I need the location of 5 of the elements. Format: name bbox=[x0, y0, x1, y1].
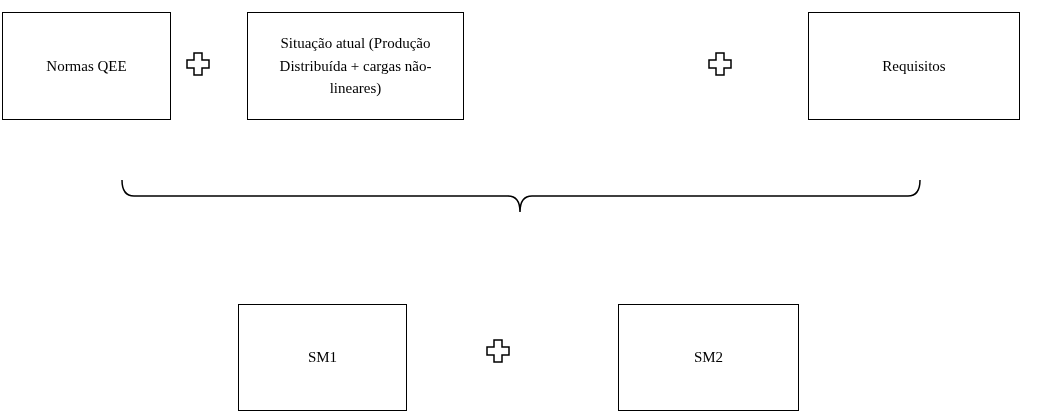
text-box: Situação atual (Produção Distribuída + cargas não-lineares) bbox=[247, 12, 464, 120]
text-box: SM1 bbox=[238, 304, 407, 411]
text-box: Normas QEE bbox=[2, 12, 171, 120]
text-box: SM2 bbox=[618, 304, 799, 411]
text-box: Requisitos bbox=[808, 12, 1020, 120]
